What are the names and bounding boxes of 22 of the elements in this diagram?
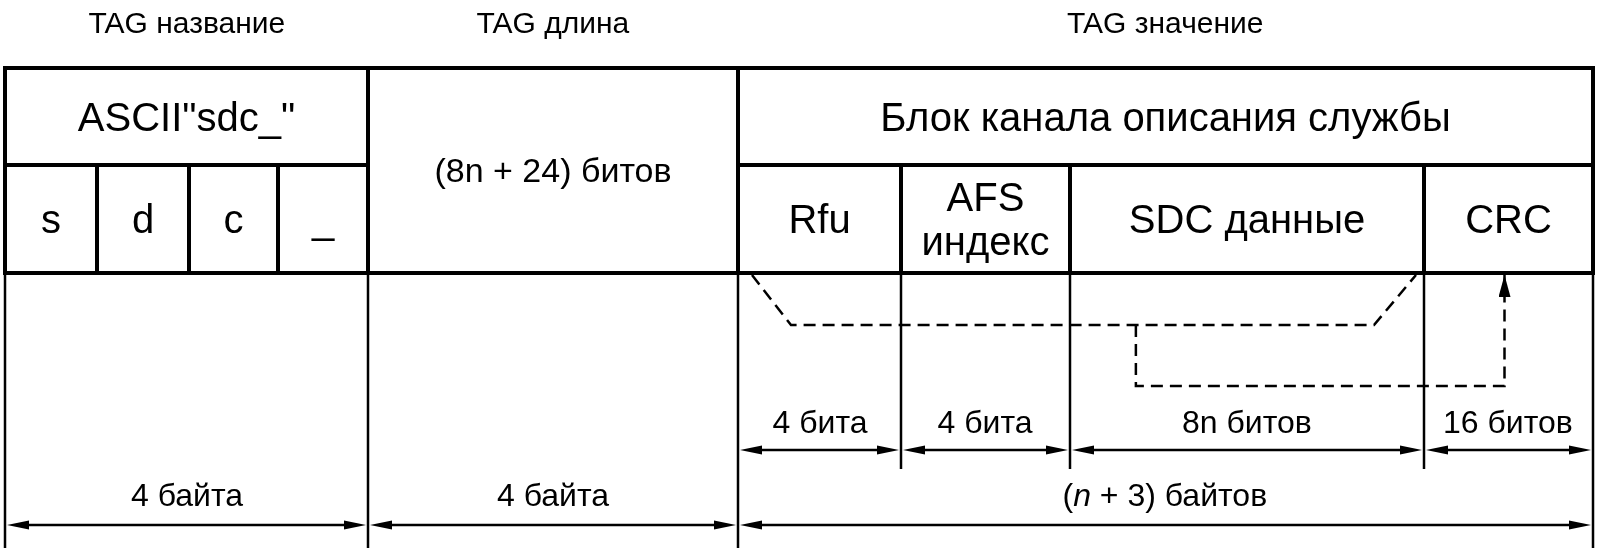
field-label: SDC данные	[1128, 197, 1366, 241]
field-label: d	[131, 197, 155, 241]
field-label: Блок канала описания службы	[880, 94, 1451, 139]
field-label: (8n + 24) битов	[434, 151, 672, 190]
column-heading: TAG длина	[476, 5, 630, 39]
dimension-label: 4 бита	[937, 404, 1033, 440]
field-label: AFS индекс	[920, 175, 1051, 263]
field-label: s	[41, 197, 61, 241]
field-label: CRC	[1465, 197, 1552, 241]
arrow	[750, 273, 1511, 388]
field-label: Rfu	[788, 197, 851, 241]
dimension-label: 4 байта	[497, 477, 610, 513]
field-label: c	[223, 197, 244, 241]
field-label: _	[311, 197, 335, 241]
dimension-label: 16 битов	[1443, 404, 1573, 440]
column-heading: TAG название	[88, 5, 286, 39]
dimension-label: 8n битов	[1182, 404, 1312, 440]
dimension-label: (n + 3) байтов	[1062, 477, 1268, 513]
field-label: ASCII"sdc_"	[77, 94, 296, 139]
dimension-label: 4 бита	[772, 404, 868, 440]
dimension-label: 4 байта	[131, 477, 244, 513]
column-heading: TAG значение	[1067, 5, 1264, 39]
